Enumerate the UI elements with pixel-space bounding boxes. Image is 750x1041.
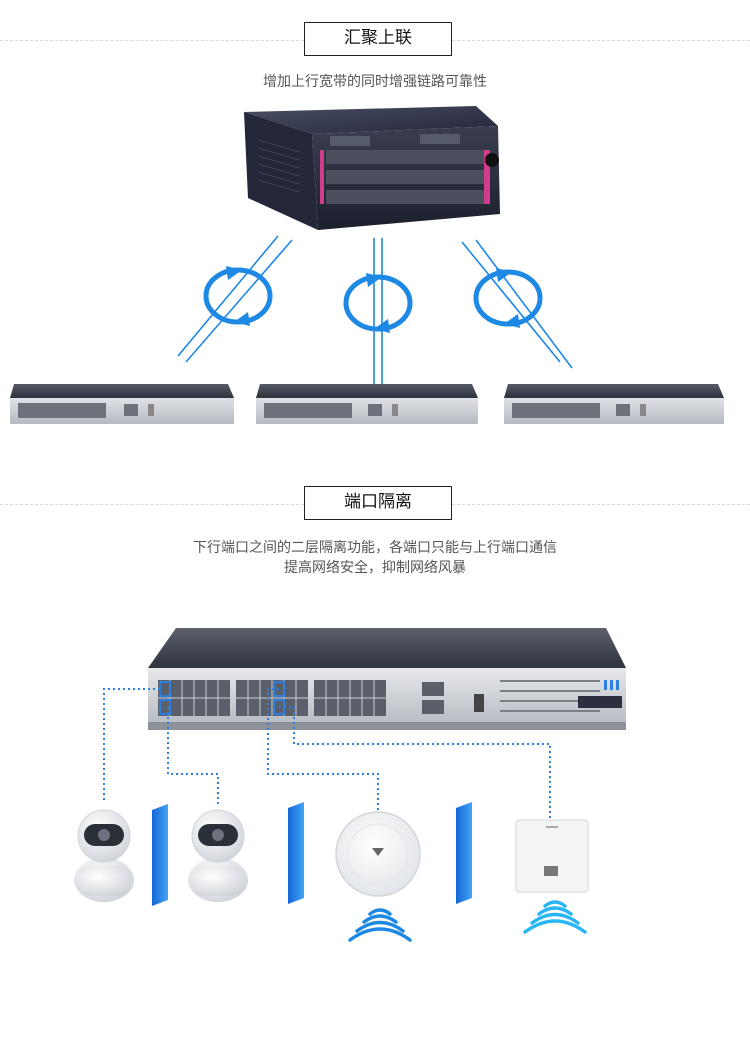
divider-left bbox=[0, 504, 304, 505]
isolation-barrier-1 bbox=[152, 804, 168, 906]
divider-right bbox=[452, 40, 750, 41]
access-switch-middle bbox=[256, 384, 478, 424]
ceiling-access-point bbox=[335, 811, 421, 897]
isolated-port-links bbox=[103, 688, 551, 818]
section-subtitle-line2: 提高网络安全，抑制网络风暴 bbox=[284, 560, 466, 576]
section-title-port-isolation: 端口隔离 bbox=[304, 486, 452, 520]
isolation-barrier-3 bbox=[456, 802, 472, 904]
section-header-uplink: 汇聚上联 bbox=[0, 22, 750, 58]
section-subtitle-line1: 下行端口之间的二层隔离功能，各端口只能与上行端口通信 bbox=[193, 540, 557, 556]
section-header-port-isolation: 端口隔离 bbox=[0, 486, 750, 522]
isolation-barrier-2 bbox=[288, 802, 304, 904]
ip-camera-2 bbox=[188, 809, 248, 902]
access-switch-main bbox=[148, 628, 626, 730]
ip-camera-1 bbox=[74, 809, 134, 902]
uplink-links bbox=[177, 235, 573, 386]
section-subtitle-uplink: 增加上行宽带的同时增强链路可靠性 bbox=[263, 74, 487, 90]
wifi-signal-icon bbox=[523, 900, 587, 934]
wall-panel-access-point bbox=[515, 819, 589, 893]
redundancy-loop-left bbox=[203, 266, 273, 326]
access-switch-right bbox=[504, 384, 724, 424]
redundancy-loop-right bbox=[473, 268, 543, 328]
uplink-diagram bbox=[10, 106, 724, 424]
wifi-signal-icon bbox=[348, 908, 412, 942]
access-switch-left bbox=[10, 384, 234, 424]
divider-right bbox=[452, 504, 750, 505]
core-chassis-switch bbox=[244, 106, 500, 230]
divider-left bbox=[0, 40, 304, 41]
section-title-uplink: 汇聚上联 bbox=[304, 22, 452, 56]
redundancy-loop-middle bbox=[343, 273, 413, 333]
